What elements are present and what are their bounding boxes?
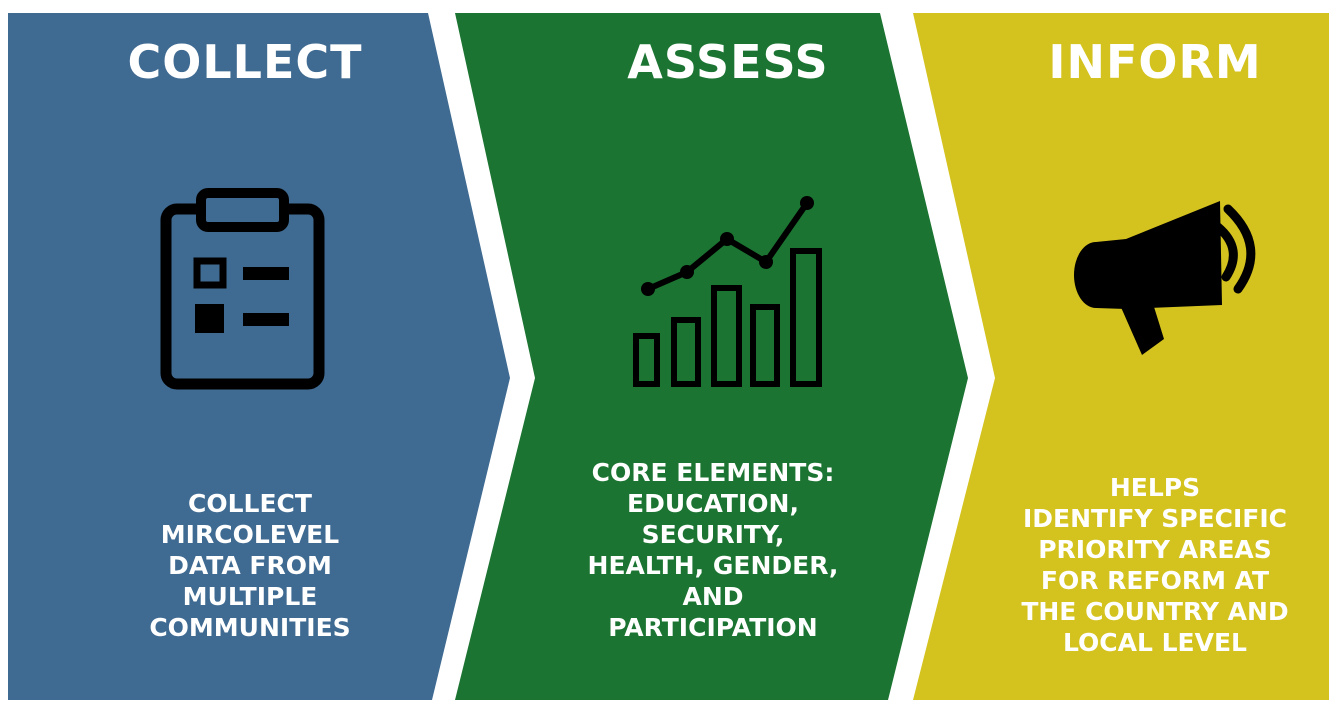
inform-description: HELPS IDENTIFY SPECIFIC PRIORITY AREAS F… <box>1021 473 1289 657</box>
clipboard-checklist-icon <box>160 188 325 390</box>
inform-chevron <box>913 13 1329 700</box>
collect-title: COLLECT <box>127 35 363 89</box>
chart-bar <box>671 317 701 387</box>
collect-chevron <box>8 13 510 700</box>
chart-bar <box>750 304 780 387</box>
bar-line-chart-icon <box>633 196 822 387</box>
collect-description: COLLECT MIRCOLEVEL DATA FROM MULTIPLE CO… <box>149 489 351 642</box>
assess-description: CORE ELEMENTS: EDUCATION, SECURITY, HEAL… <box>587 458 839 642</box>
chart-bar <box>633 333 660 387</box>
chart-bar <box>790 248 822 387</box>
chart-bar <box>711 285 742 387</box>
megaphone-icon <box>1074 201 1256 355</box>
inform-title: INFORM <box>1048 35 1262 89</box>
assess-title: ASSESS <box>627 35 829 89</box>
